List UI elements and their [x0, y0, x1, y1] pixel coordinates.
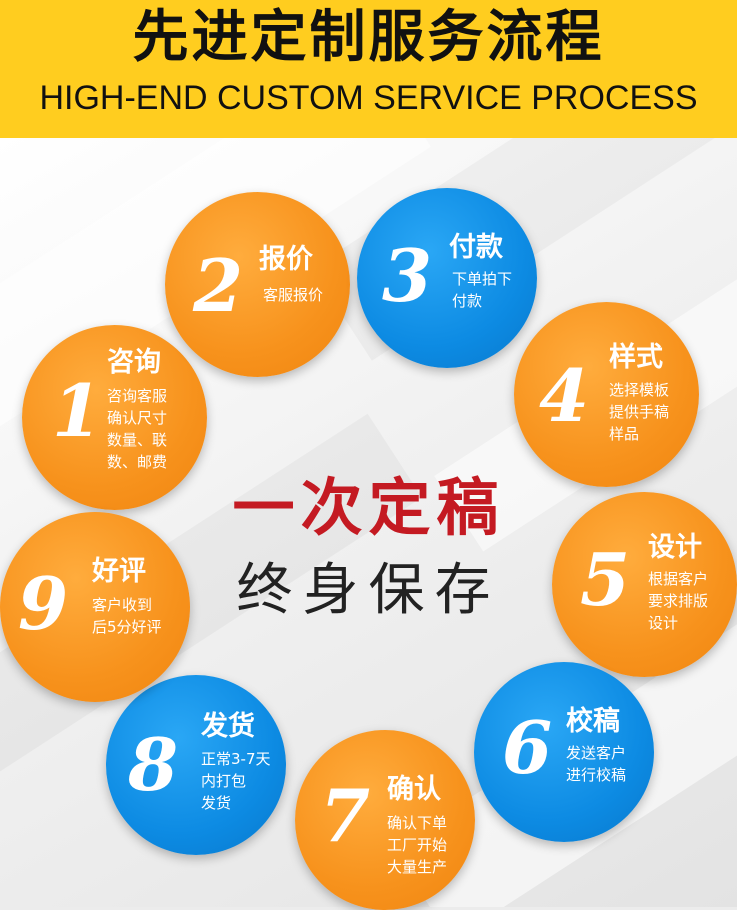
step-8-desc: 正常3-7天内打包发货: [201, 750, 271, 812]
step-6-number: 6: [502, 705, 553, 790]
step-8-title: 发货: [201, 711, 255, 742]
step-7-circle: 7 确认 确认下单工厂开始大量生产: [295, 730, 475, 910]
step-3-desc: 下单拍下付款: [452, 270, 513, 310]
step-7-number: 7: [320, 773, 371, 858]
step-5-number: 5: [580, 537, 631, 622]
step-1-title: 咨询: [107, 347, 161, 378]
step-2-number: 2: [193, 243, 244, 328]
step-1-number: 1: [52, 368, 103, 453]
step-5-desc: 根据客户要求排版设计: [648, 570, 709, 632]
step-6-title: 校稿: [566, 706, 620, 737]
step-4-title: 样式: [609, 342, 663, 373]
page-subtitle: HIGH-END CUSTOM SERVICE PROCESS: [39, 79, 698, 117]
step-9-number: 9: [18, 561, 69, 646]
step-2-desc: 客服报价: [263, 286, 324, 304]
step-6-desc: 发送客户进行校稿: [566, 744, 627, 784]
slogan-line-2: 终身保存: [236, 558, 501, 623]
step-3-number: 3: [382, 233, 433, 318]
step-8-number: 8: [128, 722, 179, 807]
step-4-number: 4: [539, 353, 590, 438]
step-4-desc: 选择模板提供手稿样品: [609, 381, 670, 443]
step-3-circle: 3 付款 下单拍下付款: [357, 188, 537, 368]
step-1-desc: 咨询客服确认尺寸数量、联数、邮费: [107, 387, 168, 471]
header-banner: 先进定制服务流程 HIGH-END CUSTOM SERVICE PROCESS: [0, 0, 737, 138]
step-9-title: 好评: [92, 556, 146, 587]
step-6-circle: 6 校稿 发送客户进行校稿: [474, 662, 654, 842]
step-7-desc: 确认下单工厂开始大量生产: [387, 814, 448, 876]
step-8-circle: 8 发货 正常3-7天内打包发货: [106, 675, 286, 855]
slogan-line-1: 一次定稿: [232, 471, 505, 544]
step-2-circle: 2 报价 客服报价: [165, 192, 350, 377]
step-5-title: 设计: [648, 532, 702, 563]
step-1-circle: 1 咨询 咨询客服确认尺寸数量、联数、邮费: [22, 325, 207, 510]
step-2-title: 报价: [259, 244, 313, 275]
step-5-circle: 5 设计 根据客户要求排版设计: [552, 492, 737, 677]
page-title: 先进定制服务流程: [132, 5, 605, 70]
step-9-circle: 9 好评 客户收到后5分好评: [0, 512, 190, 702]
step-9-desc: 客户收到后5分好评: [92, 596, 162, 636]
step-4-circle: 4 样式 选择模板提供手稿样品: [514, 302, 699, 487]
step-3-title: 付款: [449, 232, 503, 263]
step-7-title: 确认: [387, 774, 441, 805]
